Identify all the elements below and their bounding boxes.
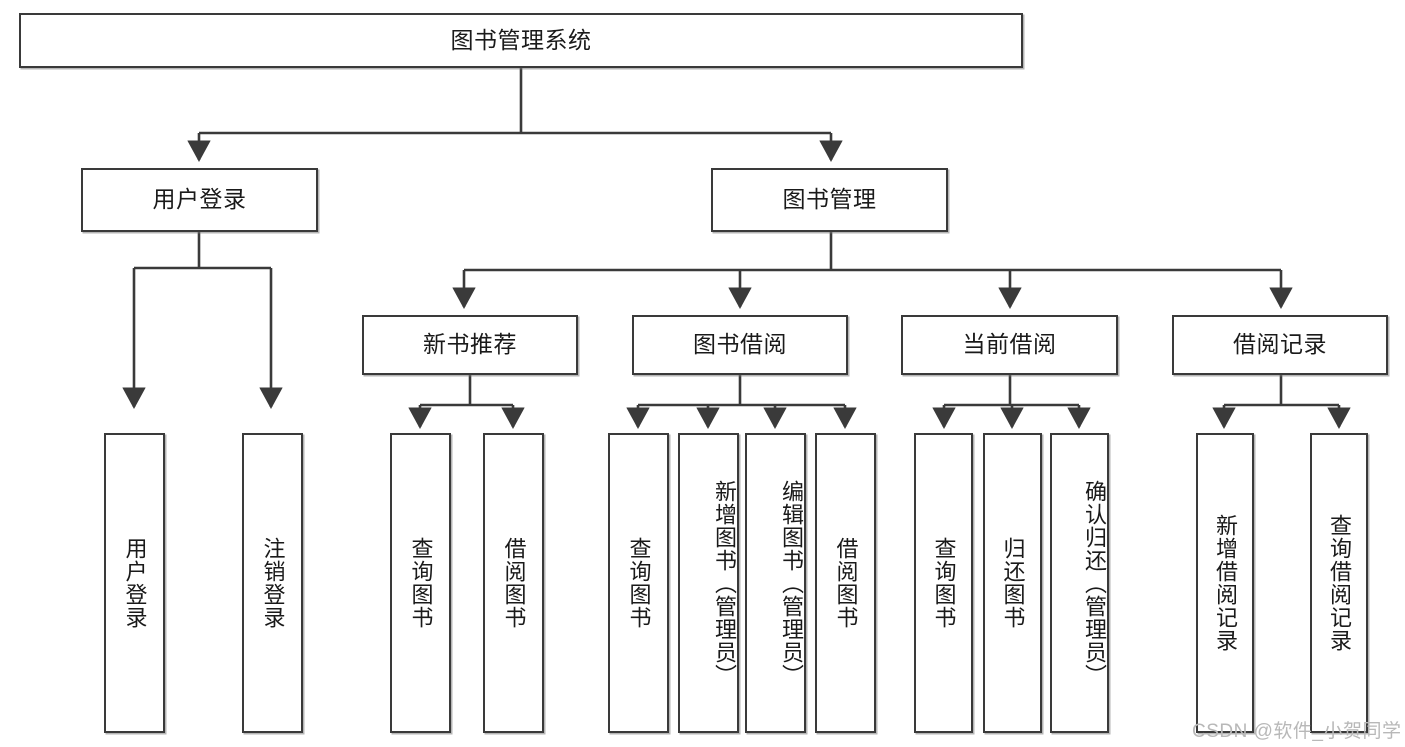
node-borrow-record-label: 借阅记录 bbox=[1233, 331, 1327, 358]
node-current-borrow-label: 当前借阅 bbox=[962, 331, 1057, 358]
node-leaf-add-book-label: 新增图书（管理员） bbox=[712, 479, 737, 687]
node-leaf-user-logout[interactable]: 注销登录 bbox=[242, 433, 303, 733]
node-leaf-confirm-return-label: 确认归还（管理员） bbox=[1082, 479, 1107, 687]
node-leaf-user-login[interactable]: 用户登录 bbox=[104, 433, 165, 733]
node-leaf-query-record[interactable]: 查询借阅记录 bbox=[1310, 433, 1368, 733]
node-current-borrow[interactable]: 当前借阅 bbox=[901, 315, 1118, 375]
node-leaf-user-login-label: 用户登录 bbox=[122, 537, 148, 629]
node-root-label: 图书管理系统 bbox=[450, 26, 592, 53]
node-leaf-confirm-return[interactable]: 确认归还（管理员） bbox=[1050, 433, 1109, 733]
node-borrow-record[interactable]: 借阅记录 bbox=[1172, 315, 1388, 375]
node-new-book-rec[interactable]: 新书推荐 bbox=[362, 315, 578, 375]
node-leaf-user-logout-label: 注销登录 bbox=[260, 537, 286, 629]
node-leaf-edit-book[interactable]: 编辑图书（管理员） bbox=[745, 433, 806, 733]
node-leaf-query-book-3-label: 查询图书 bbox=[931, 537, 957, 629]
node-book-manage-label: 图书管理 bbox=[782, 186, 877, 213]
node-root[interactable]: 图书管理系统 bbox=[19, 13, 1023, 68]
node-leaf-return-book[interactable]: 归还图书 bbox=[983, 433, 1042, 733]
node-leaf-borrow-book-2[interactable]: 借阅图书 bbox=[815, 433, 876, 733]
node-leaf-edit-book-label: 编辑图书（管理员） bbox=[779, 479, 804, 687]
node-new-book-rec-label: 新书推荐 bbox=[423, 331, 517, 358]
node-leaf-borrow-book-1-label: 借阅图书 bbox=[501, 537, 527, 629]
node-book-borrow-label: 图书借阅 bbox=[693, 331, 787, 358]
node-leaf-query-book-1[interactable]: 查询图书 bbox=[390, 433, 451, 733]
node-leaf-query-book-2[interactable]: 查询图书 bbox=[608, 433, 669, 733]
node-leaf-add-record-label: 新增借阅记录 bbox=[1212, 514, 1238, 652]
node-leaf-borrow-book-1[interactable]: 借阅图书 bbox=[483, 433, 544, 733]
node-book-manage[interactable]: 图书管理 bbox=[711, 168, 948, 232]
node-leaf-add-record[interactable]: 新增借阅记录 bbox=[1196, 433, 1254, 733]
node-user-login[interactable]: 用户登录 bbox=[81, 168, 318, 232]
node-user-login-label: 用户登录 bbox=[152, 186, 247, 213]
node-book-borrow[interactable]: 图书借阅 bbox=[632, 315, 848, 375]
node-leaf-return-book-label: 归还图书 bbox=[1000, 537, 1026, 629]
node-leaf-borrow-book-2-label: 借阅图书 bbox=[833, 537, 859, 629]
node-leaf-add-book[interactable]: 新增图书（管理员） bbox=[678, 433, 739, 733]
watermark: CSDN @软件_小贺同学 bbox=[1192, 721, 1402, 742]
node-leaf-query-book-3[interactable]: 查询图书 bbox=[914, 433, 973, 733]
node-leaf-query-book-2-label: 查询图书 bbox=[626, 537, 652, 629]
node-leaf-query-book-1-label: 查询图书 bbox=[408, 537, 434, 629]
node-leaf-query-record-label: 查询借阅记录 bbox=[1326, 514, 1352, 652]
